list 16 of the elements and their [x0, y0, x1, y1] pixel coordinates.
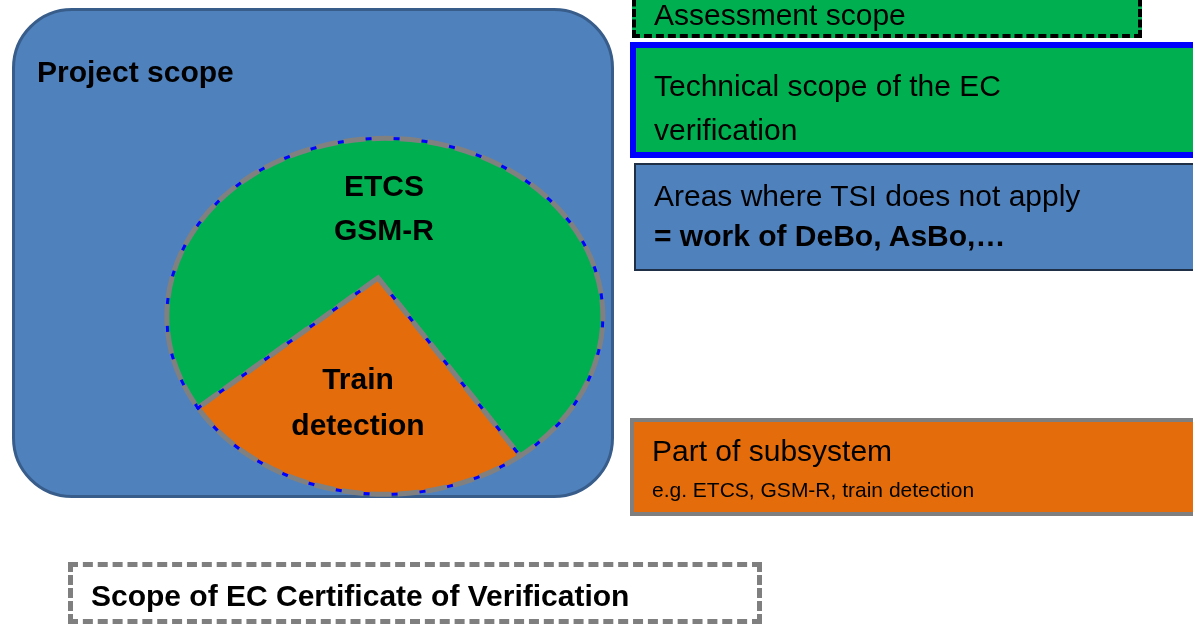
- legend-box: [630, 42, 1193, 158]
- legend-box: [632, 0, 1142, 38]
- legend-box: [68, 562, 762, 624]
- area-title: Project scope: [37, 55, 234, 89]
- legend-box: [630, 418, 1193, 516]
- sector-label: ETCS GSM-R: [333, 168, 435, 248]
- box-label: Scope of EC Certificate of Verification: [91, 579, 630, 613]
- box-note: e.g. ETCS, GSM-R, train detection: [652, 478, 975, 502]
- sector-label: Train detection: [290, 361, 426, 443]
- legend-box: [634, 163, 1193, 271]
- scope-area: [12, 8, 614, 498]
- box-label: Assessment scope: [654, 0, 906, 32]
- box-note: = work of DeBo, AsBo,…: [654, 219, 1006, 253]
- box-label: Areas where TSI does not apply: [654, 179, 1081, 213]
- box-label: Technical scope of the EC verification: [654, 68, 1002, 148]
- box-label: Part of subsystem: [652, 434, 893, 468]
